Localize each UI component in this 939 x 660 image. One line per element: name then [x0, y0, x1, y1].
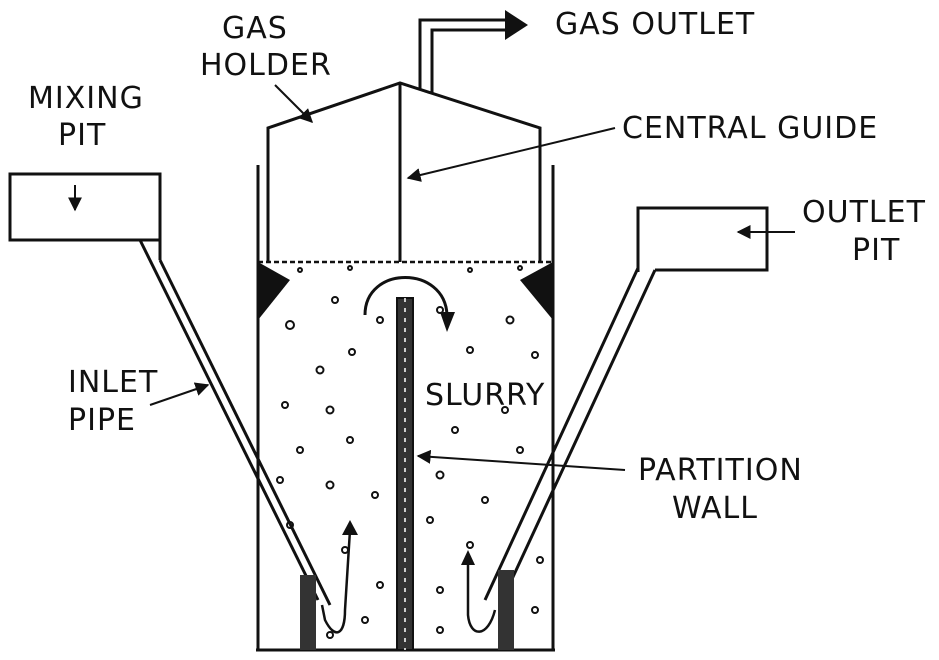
outlet-pit [636, 206, 769, 272]
inlet-pipe [138, 239, 358, 650]
central-guide-leader [406, 127, 616, 182]
outlet-pit-label-line2: PIT [852, 233, 900, 268]
mixing-pit [8, 172, 162, 260]
gas-outlet-pipe [418, 10, 528, 94]
inlet-pipe-label-line2: PIPE [68, 403, 136, 438]
gas-holder-label-line1: GAS [222, 11, 288, 46]
right-wedge-support [520, 262, 553, 320]
partition-wall [396, 297, 414, 651]
circulation-arrow [363, 276, 455, 332]
partition-wall-leader [416, 449, 626, 471]
gas-holder-label-line2: HOLDER [200, 48, 332, 83]
outlet-pit-label-line1: OUTLET [802, 195, 926, 230]
mixing-pit-label-line2: PIT [58, 118, 106, 153]
inlet-pipe-leader [149, 382, 210, 406]
slurry-particles [276, 265, 544, 639]
gas-outlet-arrow-icon [505, 10, 528, 40]
inlet-pipe-label-line1: INLET [68, 365, 158, 400]
central-guide-label: CENTRAL GUIDE [622, 111, 878, 146]
gas-holder [266, 81, 542, 262]
partition-wall-label-line2: WALL [672, 491, 758, 526]
partition-wall-label-line1: PARTITION [638, 453, 803, 488]
gas-outlet-label: GAS OUTLET [555, 7, 755, 42]
leader-lines [149, 84, 795, 471]
gas-holder-leader [274, 84, 313, 123]
mixing-pit-label-line1: MIXING [28, 81, 144, 116]
left-wedge-support [258, 262, 290, 320]
outlet-pipe [461, 267, 657, 650]
slurry-label: SLURRY [425, 378, 545, 413]
